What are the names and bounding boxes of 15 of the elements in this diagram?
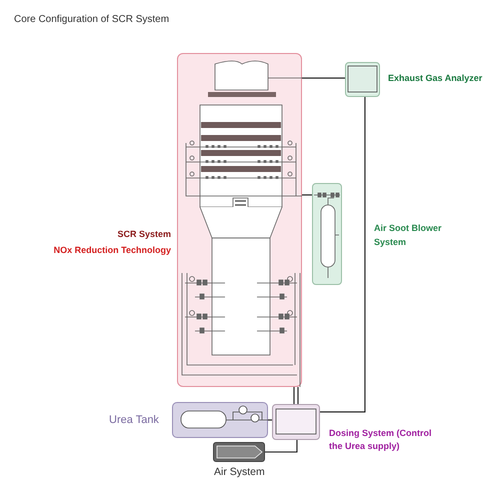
node-label: Air System [214,465,265,479]
node-label: Dosing System (Control the Urea supply) [329,427,433,453]
node-label: Urea Tank [109,413,159,427]
connector-line [293,387,295,404]
connector-line [268,419,272,421]
connector-line [297,387,299,404]
connector-line [302,194,312,196]
connector-line [302,78,345,79]
connector-line [320,97,366,412]
diagram-title: Core Configuration of SCR System [14,14,170,25]
node-label: SCR System [116,228,171,241]
node-label: NOx Reduction Technology [52,244,171,257]
connector-line [265,440,298,453]
node-label: Air Soot Blower System [374,222,443,249]
node-label: Exhaust Gas Analyzer [388,72,482,85]
